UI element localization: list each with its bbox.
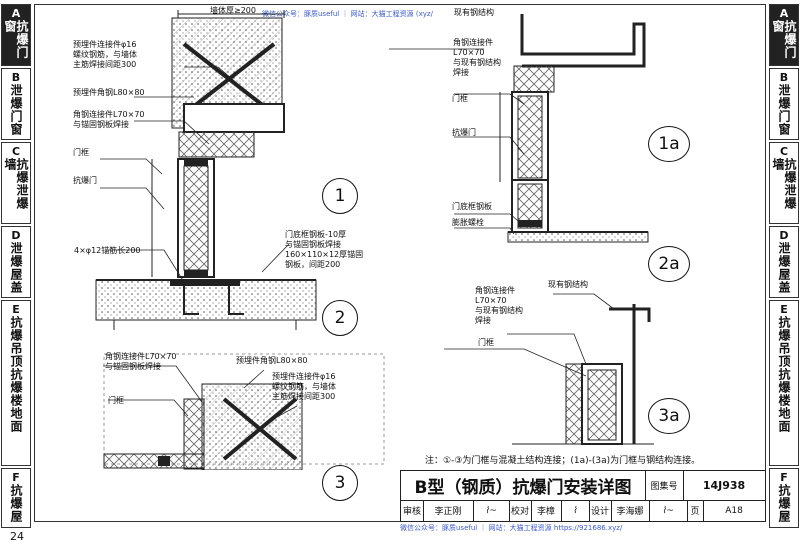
page-no: A18 xyxy=(725,505,743,516)
title-block: B型（钢质）抗爆门安装详图 图集号 14J938 审核 李正刚 ⌇~ 校对 李樟… xyxy=(400,470,766,522)
chapter-tab-letter: D xyxy=(11,229,21,242)
label-angle-connector: 角钢连接件L70×70 与锚固钢板焊接 xyxy=(73,110,145,129)
check-label: 校对 xyxy=(509,500,532,521)
chapter-tab-title: 泄爆屋盖 xyxy=(9,242,23,294)
label-door-frame: 门框 xyxy=(73,148,89,157)
label-embed-3: 预埋件连接件φ16 螺纹钢筋，与墙体 主筋焊接间距300 xyxy=(272,372,336,401)
callout-1a: 1a xyxy=(648,126,690,162)
chapter-tab-letter: E xyxy=(12,303,20,316)
chapter-tab-letter: A xyxy=(779,7,789,20)
label-embed-angle-3: 预埋件角钢L80×80 xyxy=(236,356,308,365)
detail-2a-steel xyxy=(507,179,649,243)
label-door-frame-right: 门框 xyxy=(452,94,468,103)
chapter-tab-title: 抗爆泄爆墙 xyxy=(771,158,797,210)
label-angle-connector-3: 角钢连接件L70×70 与锚固钢板焊接 xyxy=(105,352,177,371)
callout-1: 1 xyxy=(322,178,358,214)
label-embed-angle: 预埋件角钢L80×80 xyxy=(73,88,145,97)
designer-signature: ⌇~ xyxy=(649,500,688,521)
chapter-tab-letter: B xyxy=(11,71,21,84)
chapter-tab-title: 抗爆屋 xyxy=(9,484,23,523)
chapter-tab-title: 泄爆屋盖 xyxy=(777,242,791,294)
drawing-title: B型（钢质）抗爆门安装详图 xyxy=(401,471,646,501)
label-blast-door-right: 抗爆门 xyxy=(452,128,476,137)
callout-3a: 3a xyxy=(648,398,690,434)
atlas-no: 14J938 xyxy=(683,471,765,501)
reviewer-name: 李正刚 xyxy=(423,500,474,521)
label-expansion-bolt: 膨胀螺栓 xyxy=(452,218,484,227)
chapter-tab-letter: C xyxy=(779,145,789,158)
chapter-tab-letter: C xyxy=(11,145,21,158)
detail-drawing xyxy=(95,10,654,470)
reviewer-signature: ⌇~ xyxy=(473,500,510,521)
label-door-frame-mid: 门框 xyxy=(478,338,494,347)
label-embed-connector: 预埋件连接件φ16 螺纹钢筋，与墙体 主筋焊接间距300 xyxy=(73,40,137,69)
chapter-tab-title: 泄爆门窗 xyxy=(9,84,23,136)
callout-3: 3 xyxy=(322,465,358,501)
review-label: 审核 xyxy=(401,500,424,521)
chapter-tab-title: 抗爆吊顶抗爆楼地面 xyxy=(777,316,791,433)
chapter-tab-letter: A xyxy=(11,7,21,20)
label-wall-thickness: 墙体厚≥200 xyxy=(210,6,256,15)
detail-1-door xyxy=(151,158,215,278)
chapter-tab-title: 泄爆门窗 xyxy=(777,84,791,136)
chapter-tab-letter: E xyxy=(780,303,788,316)
watermark-top: 微信公众号：豚质useful ｜ 网站：大猫工程资源 (xyz/ xyxy=(262,10,433,18)
chapter-tab-title: 抗爆吊顶抗爆楼地面 xyxy=(9,316,23,433)
watermark-bottom: 微信公众号：豚质useful ｜ 网站：大猫工程资源 https://92168… xyxy=(400,524,623,532)
chapter-tab-title: 抗爆门窗 xyxy=(3,20,29,59)
design-label: 设计 xyxy=(589,500,612,521)
chapter-tab-letter: B xyxy=(779,71,789,84)
chapter-tab-title: 抗爆泄爆墙 xyxy=(3,158,29,210)
page-number: 24 xyxy=(10,530,24,543)
label-blast-door: 抗爆门 xyxy=(73,176,97,185)
chapter-tab-letter: F xyxy=(12,471,20,484)
chapter-tab-letter: F xyxy=(780,471,788,484)
checker-name: 李樟 xyxy=(531,500,562,521)
detail-3-wall xyxy=(103,353,385,470)
callout-2a: 2a xyxy=(648,246,690,282)
label-angle-existing-top: 角钢连接件 L70×70 与现有钢结构 焊接 xyxy=(453,38,501,77)
chapter-tab-letter: D xyxy=(779,229,789,242)
designer-name: 李海娜 xyxy=(611,500,650,521)
label-existing-steel-top: 现有钢结构 xyxy=(454,8,494,17)
label-door-frame-3: 门框 xyxy=(108,396,124,405)
detail-2-floor xyxy=(95,279,317,330)
leader-lines xyxy=(100,48,615,425)
atlas-no-label: 图集号 xyxy=(645,471,684,501)
label-bottom-plate: 门底框钢板-10厚 与锚固钢板焊接 160×110×12厚锚固 钢板，间距200 xyxy=(285,230,364,269)
detail-3a-steel xyxy=(512,304,654,445)
label-existing-steel-mid: 现有钢结构 xyxy=(548,280,588,289)
detail-1-wall xyxy=(171,10,285,158)
drawing-note: 注：①-③为门框与混凝土结构连接；(1a)-(3a)为门框与钢结构连接。 xyxy=(425,456,701,466)
label-door-bottom-plate: 门底框钢板 xyxy=(452,202,492,211)
label-anchor-bar: 4×φ12锚筋长200 xyxy=(74,246,141,255)
detail-1a-steel xyxy=(499,14,646,183)
chapter-tab-title: 抗爆屋 xyxy=(777,484,791,523)
chapter-tab-title: 抗爆门窗 xyxy=(771,20,797,59)
callout-2: 2 xyxy=(322,300,358,336)
checker-signature: ⌇ xyxy=(561,500,590,521)
label-angle-existing-mid: 角钢连接件 L70×70 与现有钢结构 焊接 xyxy=(475,286,523,325)
page-label: 页 xyxy=(687,500,704,521)
